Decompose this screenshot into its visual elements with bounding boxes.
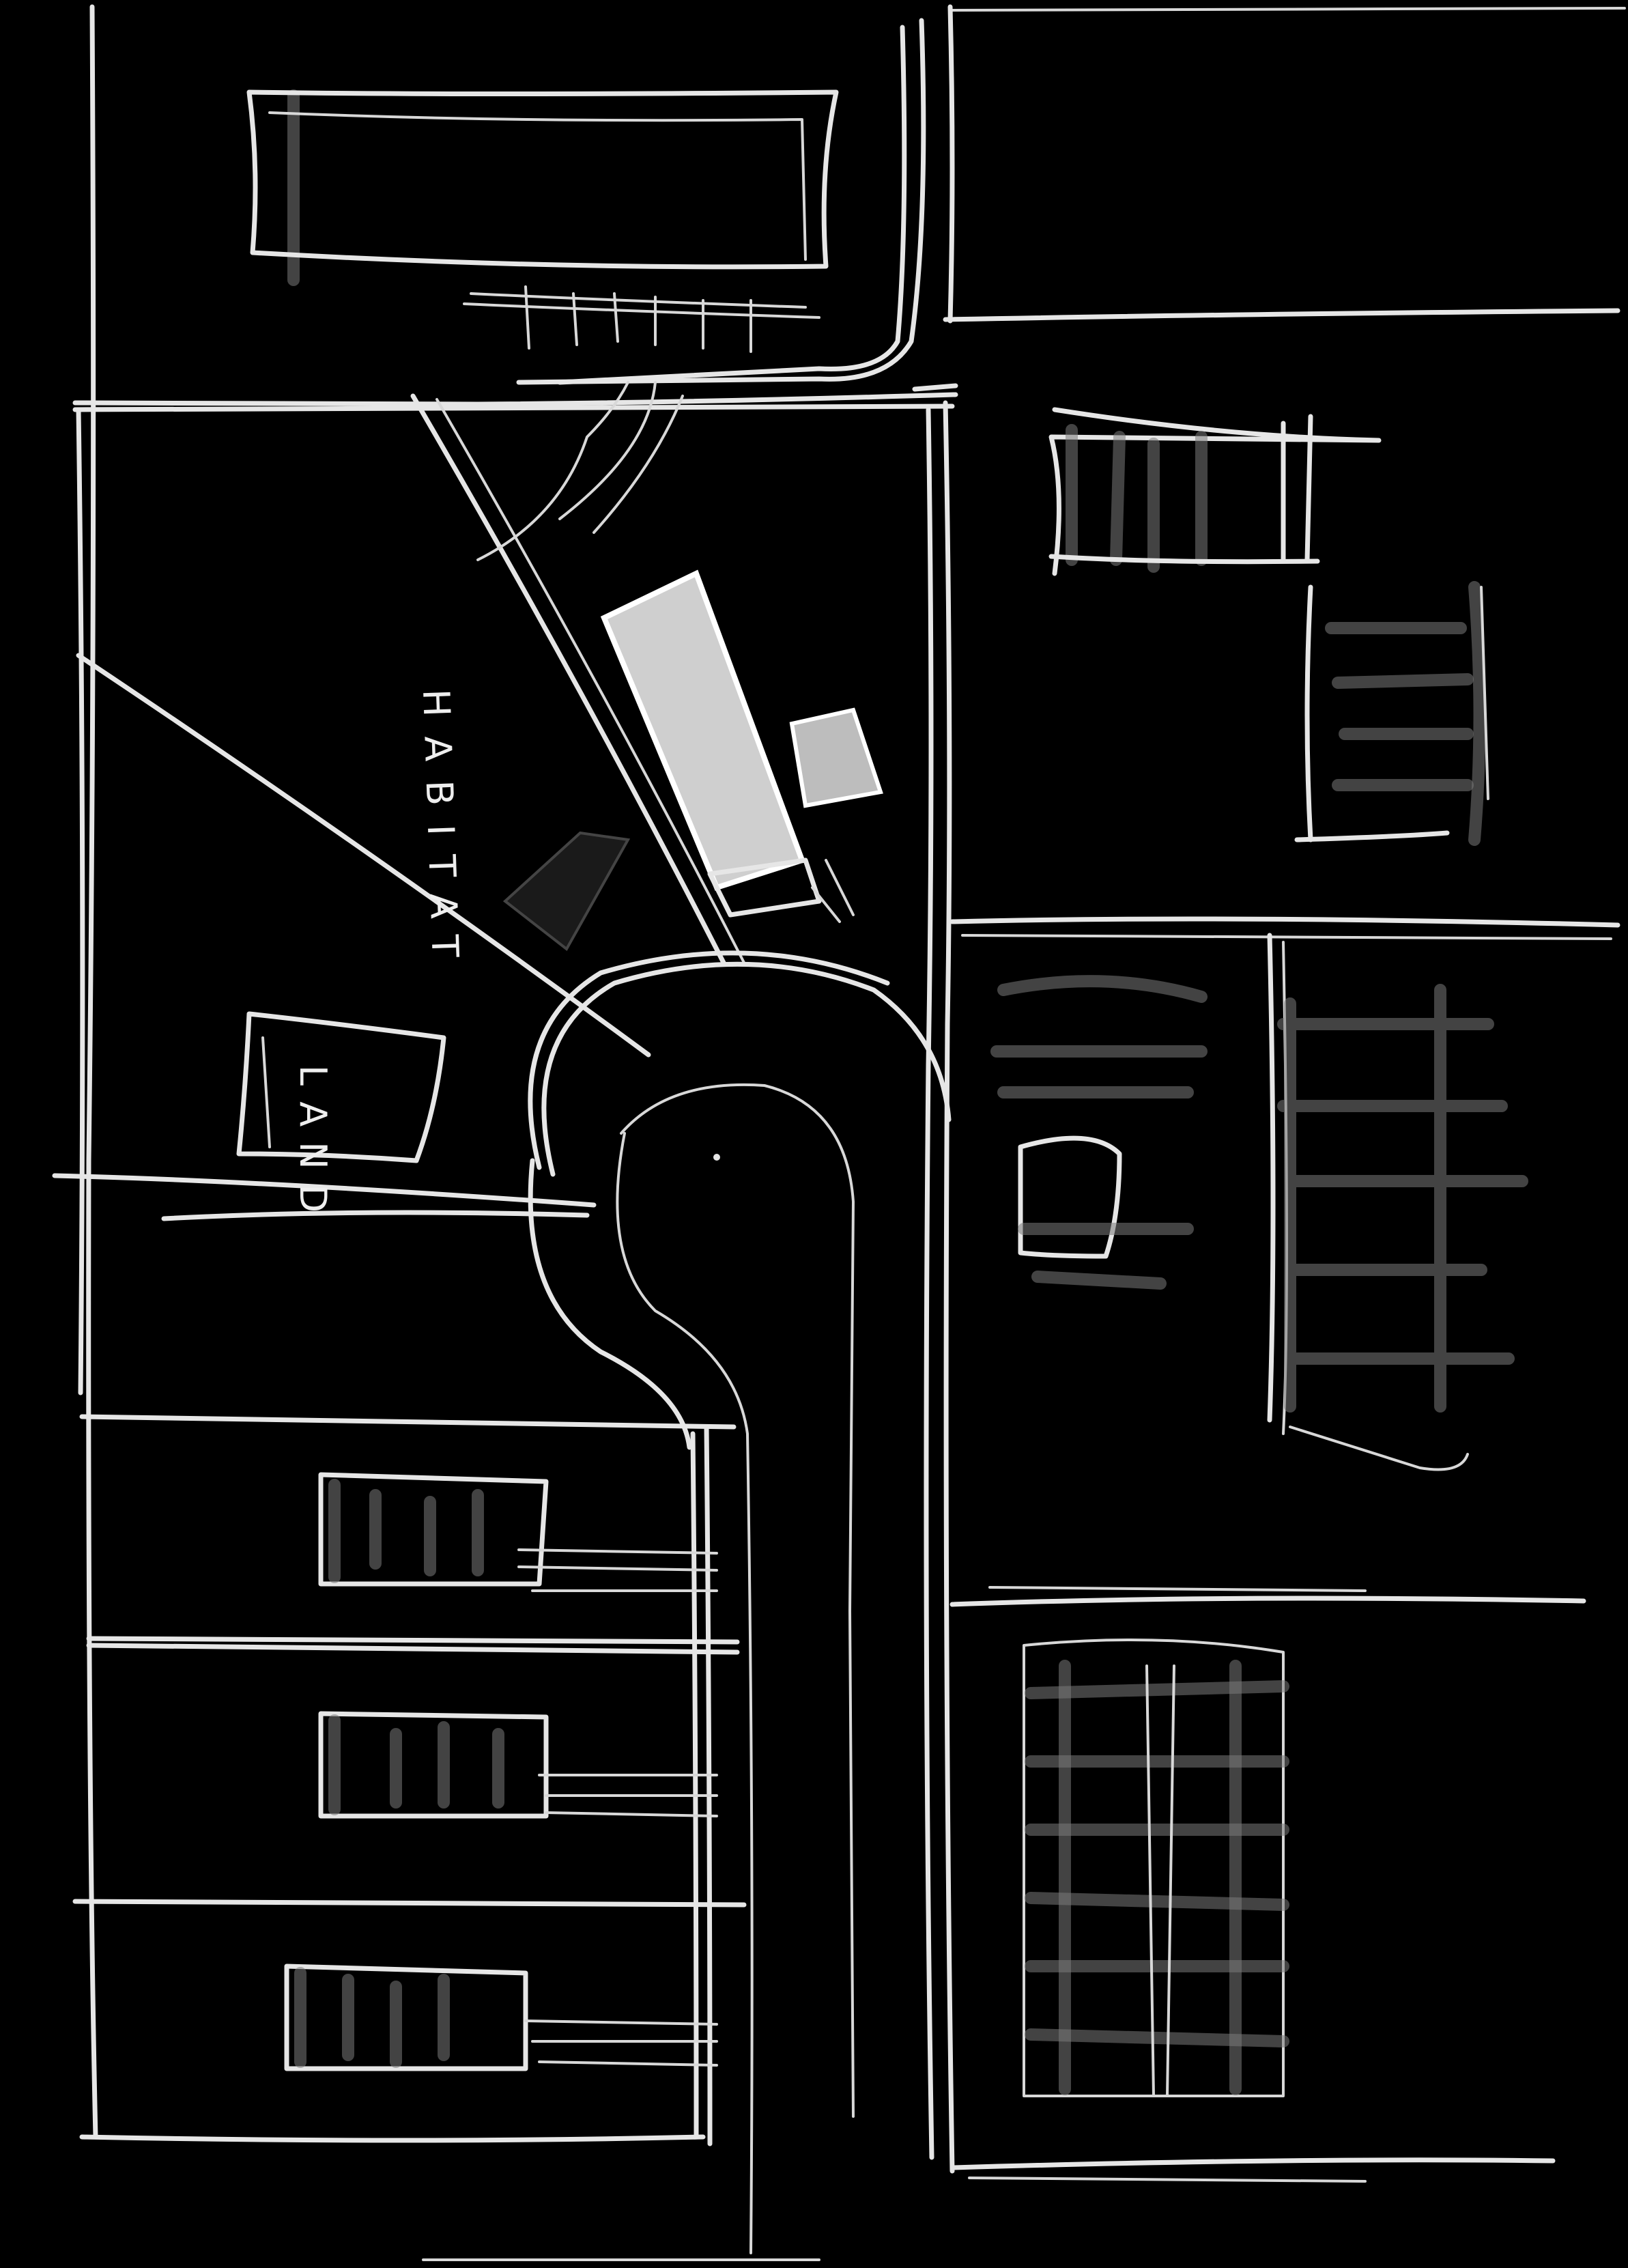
right-lower-block bbox=[949, 1586, 1586, 2183]
right-top-block bbox=[912, 308, 1620, 2174]
habitat-label: HABITAT bbox=[414, 688, 468, 977]
cul-de-sac-road bbox=[528, 950, 952, 2254]
highlighted-building bbox=[502, 569, 883, 952]
frame-lines bbox=[76, 4, 1626, 2140]
land-label: LAND bbox=[291, 1065, 334, 1228]
right-middle-block bbox=[949, 916, 1620, 1471]
top-left-block bbox=[72, 18, 958, 412]
handwritten-labels: HABITAT LAND bbox=[291, 688, 468, 1228]
left-middle-block bbox=[52, 1011, 597, 1221]
left-lower-blocks bbox=[72, 1414, 820, 2261]
